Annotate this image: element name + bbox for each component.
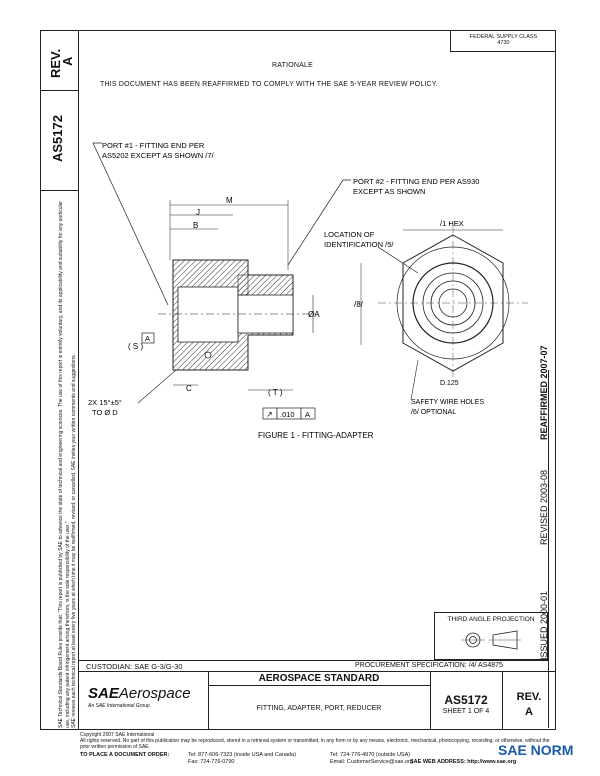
dim-s: ( S ) xyxy=(128,342,143,351)
port2-label-line1: PORT #2 - FITTING END PER AS930 xyxy=(353,177,479,186)
supply-class-box: FEDERAL SUPPLY CLASS 4730 xyxy=(450,30,556,52)
title-rev-label: REV. xyxy=(516,691,542,703)
hex-label: /1 HEX xyxy=(440,219,464,228)
projection-title: THIRD ANGLE PROJECTION xyxy=(447,616,535,623)
custodian: CUSTODIAN: SAE G-3/G-30 xyxy=(86,662,183,671)
supply-class-title: FEDERAL SUPPLY CLASS xyxy=(469,34,538,40)
supply-class-value: 4730 xyxy=(497,40,510,46)
dim-t: ( T ) xyxy=(268,388,283,397)
footer: Copyright 2007 SAE International All rig… xyxy=(80,732,550,772)
footer-copyright: Copyright 2007 SAE International xyxy=(80,732,155,738)
footer-email: Email: CustomerService@sae.org xyxy=(330,759,413,765)
document-number: AS5172 xyxy=(444,693,488,707)
angle-label-line2: TO Ø D xyxy=(92,408,118,417)
projection-symbol xyxy=(461,630,521,650)
rev-box-divider xyxy=(40,90,78,91)
fitting-drawing: PORT #1 - FITTING END PER AS5202 EXCEPT … xyxy=(88,141,528,440)
side-dim: /8/ xyxy=(354,300,364,309)
dim-diam-a: ØA xyxy=(308,310,320,319)
angle-label-line1: 2X 15°±5° xyxy=(88,398,122,407)
datum-a-box: A xyxy=(145,334,150,343)
safety-label-line2: /6/ OPTIONAL xyxy=(411,409,456,416)
footer-fax: Fax: 724-776-0790 xyxy=(188,759,235,765)
procurement-spec: PROCUREMENT SPECIFICATION: /4/ AS4875 xyxy=(355,662,503,669)
left-rev-value: A xyxy=(60,56,75,66)
docnum-box-divider xyxy=(40,190,78,191)
fcf-tolerance: .010 xyxy=(280,410,295,419)
dim-d125: D.125 xyxy=(440,380,459,387)
sae-aerospace-logo: SAEAerospace An SAE International Group xyxy=(88,685,191,709)
rationale-heading: RATIONALE xyxy=(272,62,313,69)
location-label-line2: IDENTIFICATION /5/ xyxy=(324,240,394,249)
revised-date: REVISED 2003-08 xyxy=(539,469,549,545)
standard-heading: AEROSPACE STANDARD xyxy=(258,673,380,684)
dim-j: J xyxy=(196,208,200,217)
side-notice: SAE Technical Standards Board Rules prov… xyxy=(58,200,77,728)
right-column-divider xyxy=(548,370,549,728)
sae-norm-watermark: SAE NORM xyxy=(498,742,574,758)
figure-caption: FIGURE 1 - FITTING-ADAPTER xyxy=(258,431,374,440)
footer-rights: All rights reserved. No part of this pub… xyxy=(80,738,550,750)
title-block: SAEAerospace An SAE International Group … xyxy=(78,671,556,730)
port2-leader xyxy=(287,179,351,266)
rationale-text: THIS DOCUMENT HAS BEEN REAFFIRMED TO COM… xyxy=(100,81,438,88)
document-title: FITTING, ADAPTER, PORT, REDUCER xyxy=(256,705,382,712)
dim-m: M xyxy=(226,196,233,205)
drawing-frame xyxy=(40,30,556,730)
port1-label-line1: PORT #1 - FITTING END PER xyxy=(102,141,205,150)
safety-label-line1: SAFETY WIRE HOLES xyxy=(411,399,484,406)
fcf-symbol: ↗ xyxy=(266,410,273,419)
footer-order-label: TO PLACE A DOCUMENT ORDER: xyxy=(80,752,170,758)
fcf-datum: A xyxy=(305,410,310,419)
dim-b: B xyxy=(193,221,198,230)
footer-web: SAE WEB ADDRESS: http://www.sae.org xyxy=(410,759,517,765)
location-label-line1: LOCATION OF xyxy=(324,230,375,239)
port2-label-line2: EXCEPT AS SHOWN xyxy=(353,187,425,196)
footer-tel1: Tel: 877-606-7323 (inside USA and Canada… xyxy=(188,752,296,758)
left-column-divider xyxy=(78,30,79,730)
projection-box: THIRD ANGLE PROJECTION xyxy=(434,612,548,660)
dim-c: C xyxy=(186,384,192,393)
fitting-section-view xyxy=(158,259,318,371)
footer-tel2: Tel: 724-776-4970 (outside USA) xyxy=(330,752,411,758)
left-doc-number: AS5172 xyxy=(50,115,65,162)
port1-leader xyxy=(92,142,169,306)
hex-end-view xyxy=(378,225,528,380)
port1-label-line2: AS5202 EXCEPT AS SHOWN /7/ xyxy=(102,151,214,160)
title-rev-value: A xyxy=(525,706,533,718)
sheet-number: SHEET 1 OF 4 xyxy=(442,708,490,715)
